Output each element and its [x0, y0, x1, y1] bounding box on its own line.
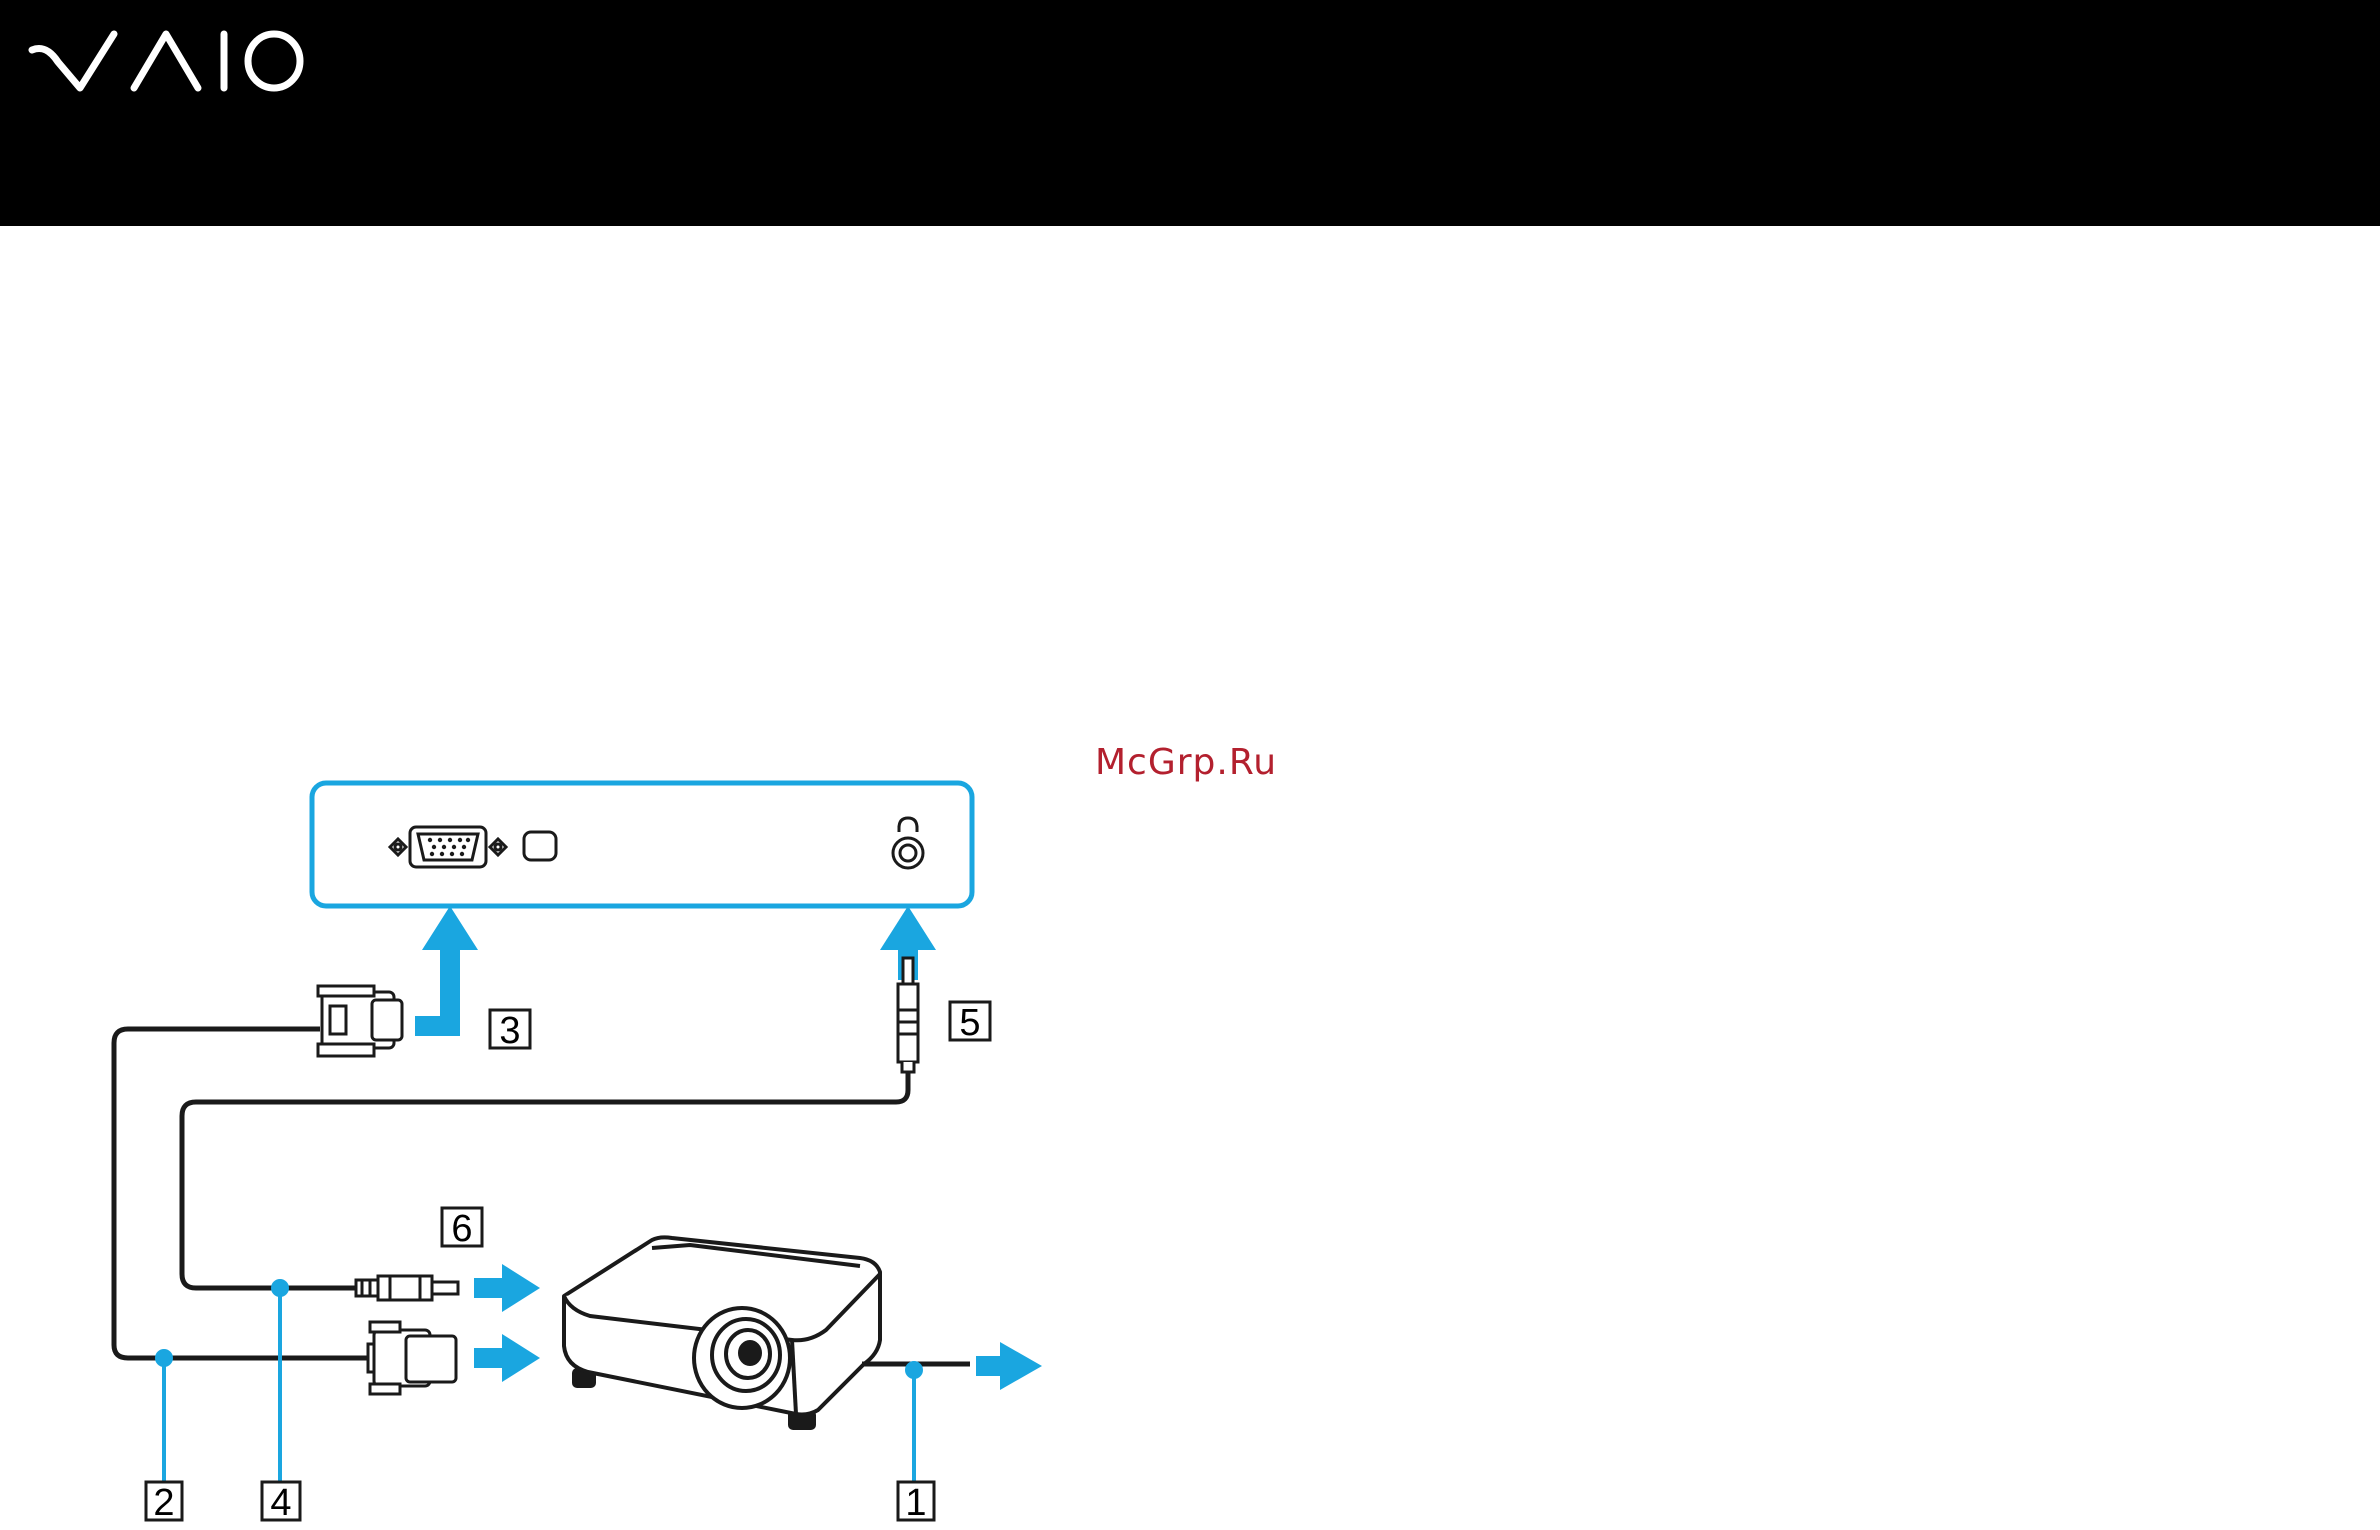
callout-6: 6: [442, 1208, 482, 1250]
watermark: McGrp.Ru: [1095, 742, 1277, 783]
svg-text:6: 6: [451, 1208, 472, 1250]
svg-text:2: 2: [153, 1482, 174, 1524]
vaio-logo: [28, 26, 304, 96]
callout-3: 3: [490, 1010, 530, 1052]
projector-connection-diagram: 1 2 3 4 5 6: [0, 760, 1060, 1530]
arrow-power-out: [976, 1342, 1042, 1390]
display-cable: [114, 1029, 368, 1358]
callout-5: 5: [950, 1002, 990, 1044]
svg-text:1: 1: [905, 1482, 926, 1524]
callout-2: 2: [146, 1482, 182, 1524]
callout-1: 1: [898, 1482, 934, 1524]
svg-text:4: 4: [270, 1482, 291, 1524]
audio-plug-bottom: [356, 1276, 458, 1300]
callout-4: 4: [262, 1482, 300, 1524]
display-cable-connector-bottom: [368, 1322, 456, 1394]
projector-icon: [564, 1237, 880, 1428]
svg-text:3: 3: [499, 1010, 520, 1052]
arrow-to-monitor-port: [415, 906, 478, 1036]
arrow-audio-to-projector: [474, 1264, 540, 1312]
display-cable-connector-top: [318, 986, 402, 1056]
svg-text:5: 5: [959, 1002, 980, 1044]
header-band: [0, 0, 2380, 226]
arrow-display-to-projector: [474, 1334, 540, 1382]
